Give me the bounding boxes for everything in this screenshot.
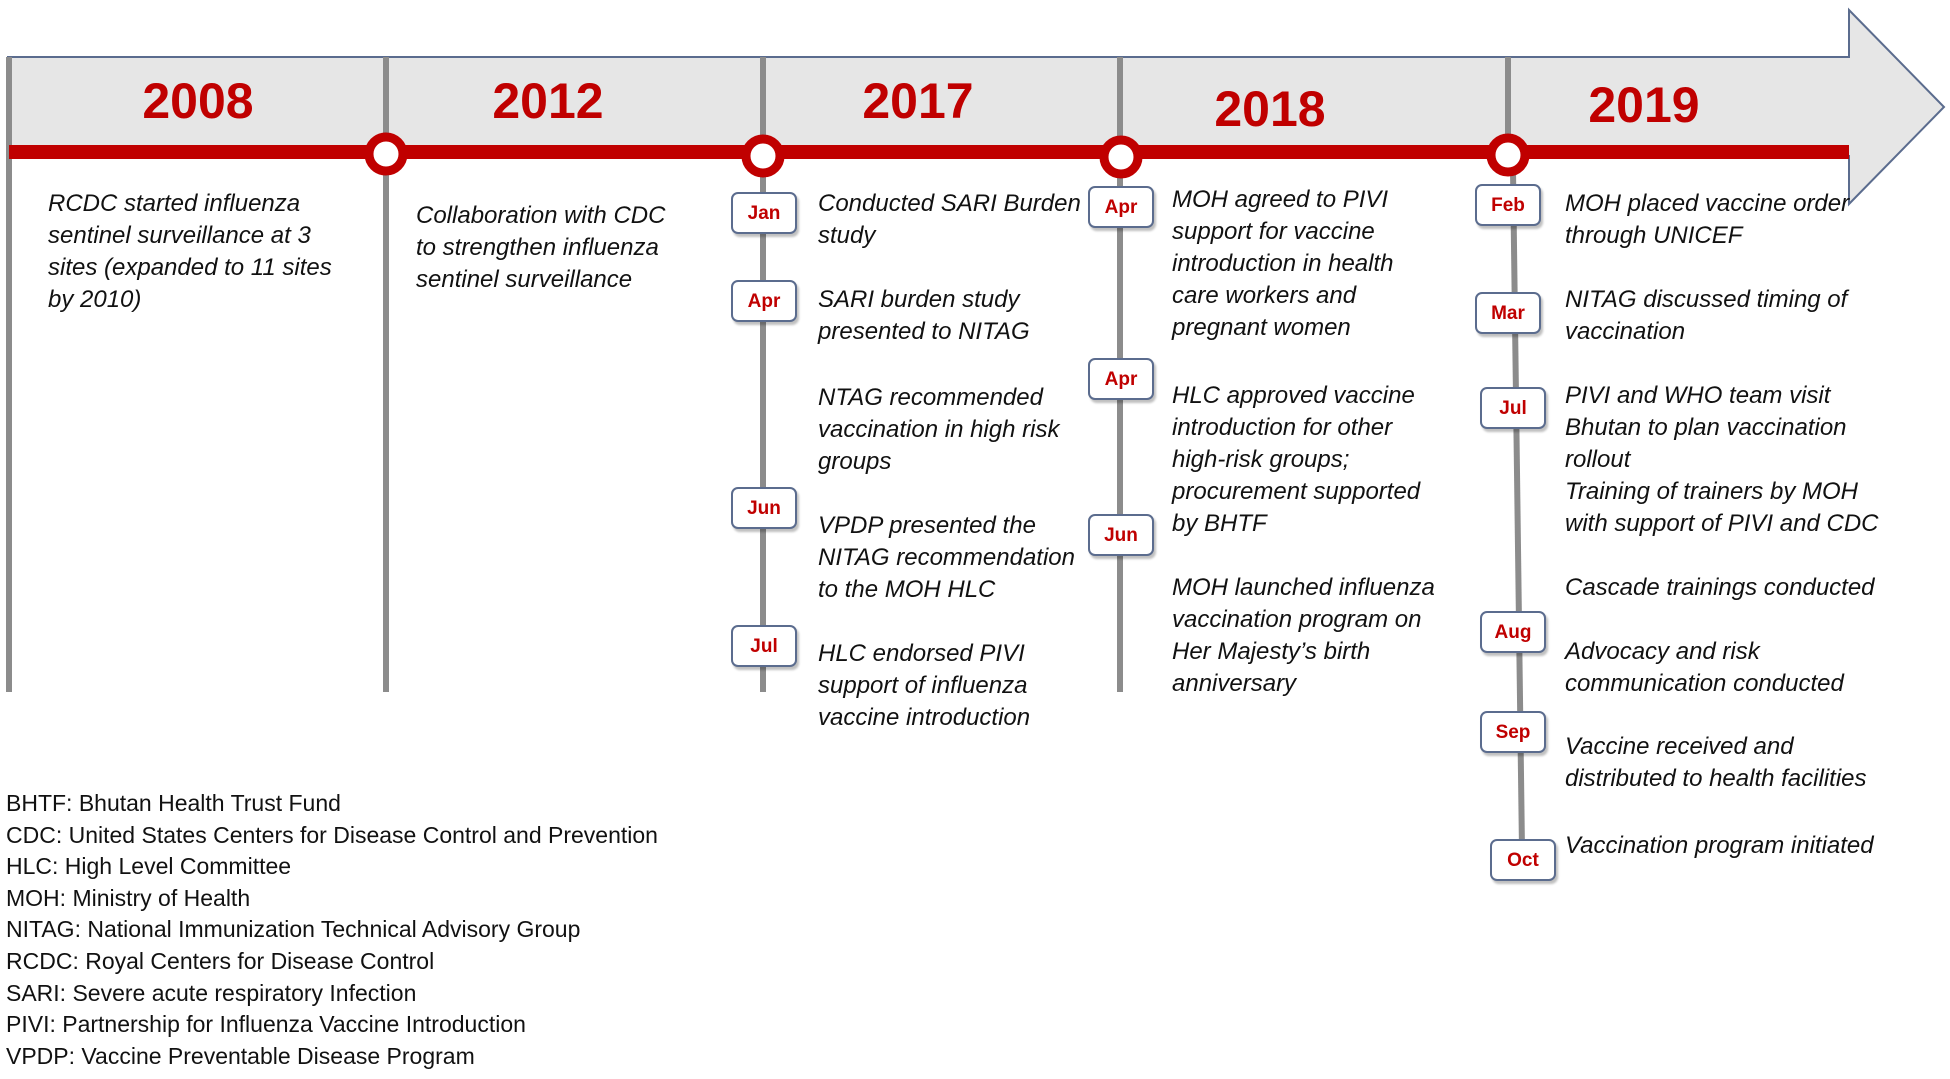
year-label-2018: 2018 bbox=[1214, 81, 1326, 137]
legend-item: CDC: United States Centers for Disease C… bbox=[6, 821, 658, 848]
event-text: Conducted SARI Burden study bbox=[818, 190, 1081, 249]
abbreviation-legend: BHTF: Bhutan Health Trust Fund CDC: Unit… bbox=[6, 788, 658, 1072]
legend-item: SARI: Severe acute respiratory Infection bbox=[6, 979, 417, 1006]
milestone-node-2017 bbox=[741, 134, 785, 178]
year-label-2008: 2008 bbox=[142, 73, 254, 129]
month-badge: Apr bbox=[731, 280, 797, 322]
event-2008-text: RCDC started influenza sentinel surveill… bbox=[48, 190, 332, 313]
year-label-2012: 2012 bbox=[492, 73, 604, 129]
year-label-2017: 2017 bbox=[862, 73, 974, 129]
event-text: Vaccine received and distributed to heal… bbox=[1565, 733, 1867, 792]
month-badge: Jun bbox=[731, 487, 797, 529]
event-text: NTAG recommended vaccination in high ris… bbox=[818, 384, 1060, 475]
event-text: NITAG discussed timing of vaccination bbox=[1565, 286, 1848, 345]
event-text: PIVI and WHO team visit Bhutan to plan v… bbox=[1565, 382, 1879, 537]
month-badge: Mar bbox=[1475, 292, 1541, 334]
month-badge: Jan bbox=[731, 192, 797, 234]
event-text: Advocacy and risk communication conducte… bbox=[1565, 638, 1844, 697]
legend-item: MOH: Ministry of Health bbox=[6, 884, 251, 911]
month-badge: Jun bbox=[1088, 514, 1154, 556]
year-label-2019: 2019 bbox=[1588, 77, 1700, 133]
milestone-node-2019 bbox=[1486, 133, 1530, 177]
month-badge: Aug bbox=[1480, 611, 1546, 653]
event-text: MOH placed vaccine order through UNICEF bbox=[1565, 190, 1850, 249]
event-2012-text: Collaboration with CDC to strengthen inf… bbox=[416, 202, 666, 293]
event-text: VPDP presented the NITAG recommendation … bbox=[818, 512, 1075, 603]
legend-item: NITAG: National Immunization Technical A… bbox=[6, 916, 581, 943]
month-badge: Apr bbox=[1088, 186, 1154, 228]
legend-item: HLC: High Level Committee bbox=[6, 853, 292, 880]
event-text: Cascade trainings conducted bbox=[1565, 574, 1875, 601]
month-badge: Oct bbox=[1490, 839, 1556, 881]
event-text: MOH launched influenza vaccination progr… bbox=[1172, 574, 1435, 697]
month-badge: Sep bbox=[1480, 711, 1546, 753]
event-text: HLC endorsed PIVI support of influenza v… bbox=[818, 640, 1031, 731]
legend-item: PIVI: Partnership for Influenza Vaccine … bbox=[6, 1011, 526, 1038]
legend-item: RCDC: Royal Centers for Disease Control bbox=[6, 947, 435, 974]
milestone-node-2012 bbox=[364, 132, 408, 176]
event-text: HLC approved vaccine introduction for ot… bbox=[1172, 382, 1421, 537]
legend-item: BHTF: Bhutan Health Trust Fund bbox=[6, 790, 341, 816]
event-text: SARI burden study presented to NITAG bbox=[818, 286, 1030, 345]
month-badge: Feb bbox=[1475, 184, 1541, 226]
month-badge: Apr bbox=[1088, 358, 1154, 400]
month-badge: Jul bbox=[1480, 387, 1546, 429]
milestone-node-2018 bbox=[1099, 135, 1143, 179]
month-badge: Jul bbox=[731, 625, 797, 667]
legend-item: VPDP: Vaccine Preventable Disease Progra… bbox=[6, 1042, 475, 1069]
event-text: MOH agreed to PIVI support for vaccine i… bbox=[1172, 186, 1394, 341]
event-text: Vaccination program initiated bbox=[1565, 832, 1874, 859]
